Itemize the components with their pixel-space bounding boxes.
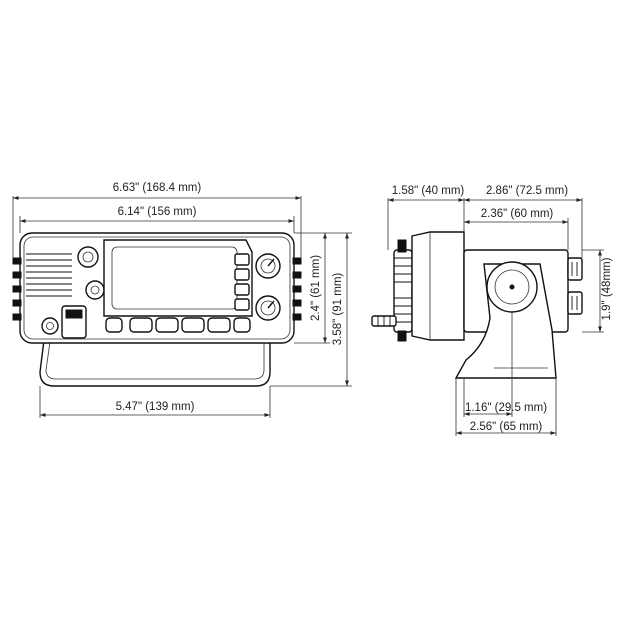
nav-buttons — [234, 253, 250, 311]
dim-bracket-depth: 2.56" (65 mm) — [470, 421, 543, 433]
left-mount-studs — [12, 257, 22, 321]
dim-body-width: 6.14" (156 mm) — [118, 206, 197, 218]
front-view: 6.63" (168.4 mm) 6.14" (156 mm) 5.47" (1… — [12, 182, 352, 418]
dim-mount-depth: 2.36" (60 mm) — [481, 208, 554, 220]
right-mount-studs — [292, 257, 302, 321]
side-knob-section — [393, 239, 413, 342]
volume-knob — [77, 246, 99, 268]
rear-connectors — [567, 257, 583, 315]
display-bezel — [103, 239, 253, 317]
dim-side-body-height: 1.9" (48mm) — [601, 257, 613, 320]
side-front-bezel — [411, 231, 465, 341]
dim-overall-width: 6.63" (168.4 mm) — [113, 182, 202, 194]
speaker-grille — [26, 253, 72, 297]
dim-body-depth: 2.86" (72.5 mm) — [486, 185, 568, 197]
squelch-knob — [85, 280, 105, 300]
soft-keys — [105, 317, 251, 333]
side-view: 1.58" (40 mm) 2.86" (72.5 mm) 2.36" (60 … — [371, 185, 613, 436]
dim-overall-height: 3.58" (91 mm) — [332, 273, 344, 346]
dim-bracket-offset: 1.16" (29.5 mm) — [465, 402, 547, 414]
front-bracket — [39, 339, 271, 387]
side-cable — [371, 315, 397, 327]
front-connector — [41, 317, 59, 335]
dim-knob-depth: 1.58" (40 mm) — [392, 185, 465, 197]
dim-bracket-width: 5.47" (139 mm) — [116, 401, 195, 413]
dim-body-height: 2.4" (61 mm) — [310, 255, 322, 321]
